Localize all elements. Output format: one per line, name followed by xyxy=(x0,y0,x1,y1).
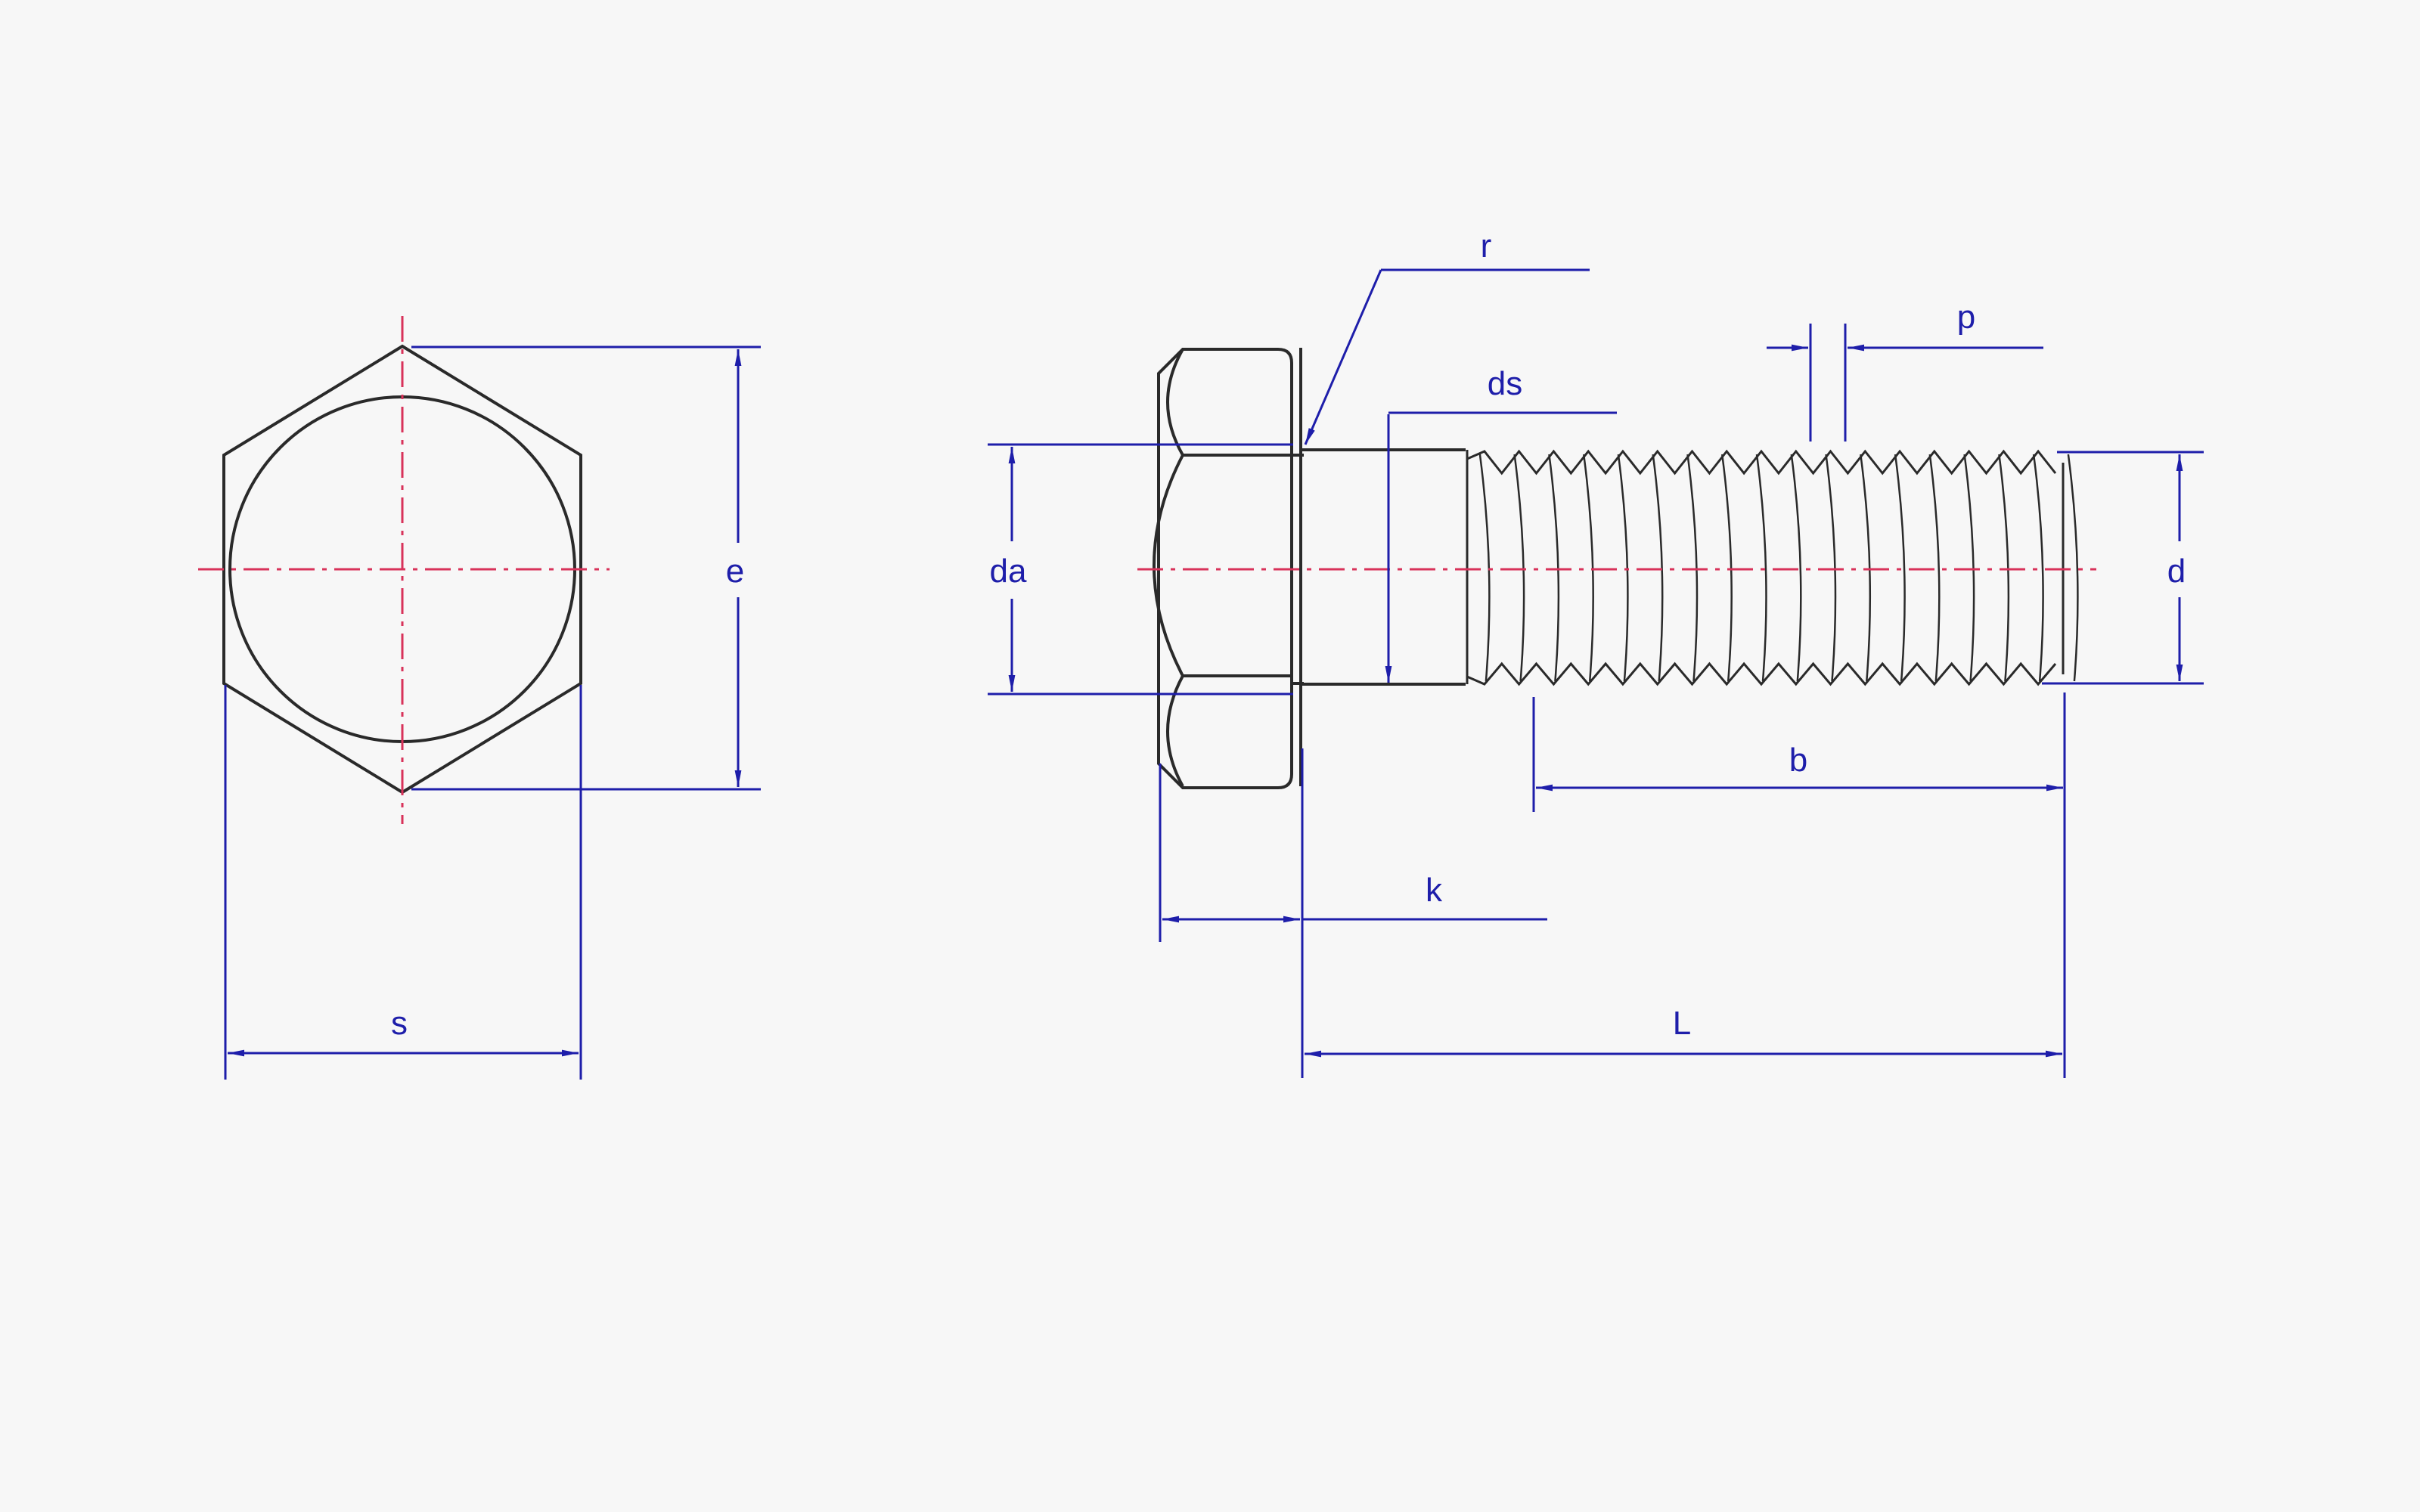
dimension-r: r xyxy=(1304,228,1590,445)
dimension-e: e xyxy=(411,345,761,791)
thread-flank xyxy=(1755,454,1767,682)
head-outline xyxy=(1157,348,1293,789)
thread-flank xyxy=(1998,454,2010,682)
label-k: k xyxy=(1426,872,1443,909)
thread-flank xyxy=(1686,454,1699,682)
label-d: d xyxy=(2167,553,2186,590)
dimension-da: da xyxy=(988,443,1293,696)
thread-flank xyxy=(1928,454,1941,682)
thread-flank xyxy=(1894,454,1906,682)
label-s: s xyxy=(391,1005,408,1042)
thread-flank xyxy=(1652,454,1664,682)
thread-flank xyxy=(1548,454,1560,682)
label-da: da xyxy=(990,553,1027,590)
label-L: L xyxy=(1673,1005,1691,1042)
dimension-k: k xyxy=(1159,748,1547,1078)
thread-flank xyxy=(1963,454,1975,682)
dimension-ds: ds xyxy=(1385,365,1617,683)
label-r: r xyxy=(1481,228,1492,265)
label-p: p xyxy=(1957,299,1975,336)
dimension-d: d xyxy=(2042,451,2204,685)
dimension-L: L xyxy=(1305,692,2066,1078)
thread-flank xyxy=(2032,454,2044,682)
thread-flank xyxy=(1617,454,1629,682)
dimension-s: s xyxy=(224,685,582,1080)
thread-flank xyxy=(1720,454,1733,682)
bolt-shank xyxy=(1301,448,1466,686)
hex-head-end-view xyxy=(198,316,610,824)
thread-flank xyxy=(1513,454,1525,682)
thread-profile-bottom xyxy=(1466,662,2057,686)
threaded-section xyxy=(1466,449,2079,686)
label-b: b xyxy=(1789,742,1807,779)
thread-flank xyxy=(1790,454,1802,682)
dimension-b: b xyxy=(1532,697,2063,812)
dimension-p: p xyxy=(1767,299,2043,442)
thread-profile-top xyxy=(1466,449,2057,476)
thread-flank xyxy=(1825,454,1837,682)
label-ds: ds xyxy=(1488,365,1522,402)
bolt-head-side-view xyxy=(1153,348,1304,789)
thread-flank xyxy=(2067,454,2079,682)
thread-flank xyxy=(1582,454,1594,682)
thread-flank xyxy=(1478,454,1491,682)
thread-flank xyxy=(1860,454,1872,682)
label-e: e xyxy=(726,553,744,590)
